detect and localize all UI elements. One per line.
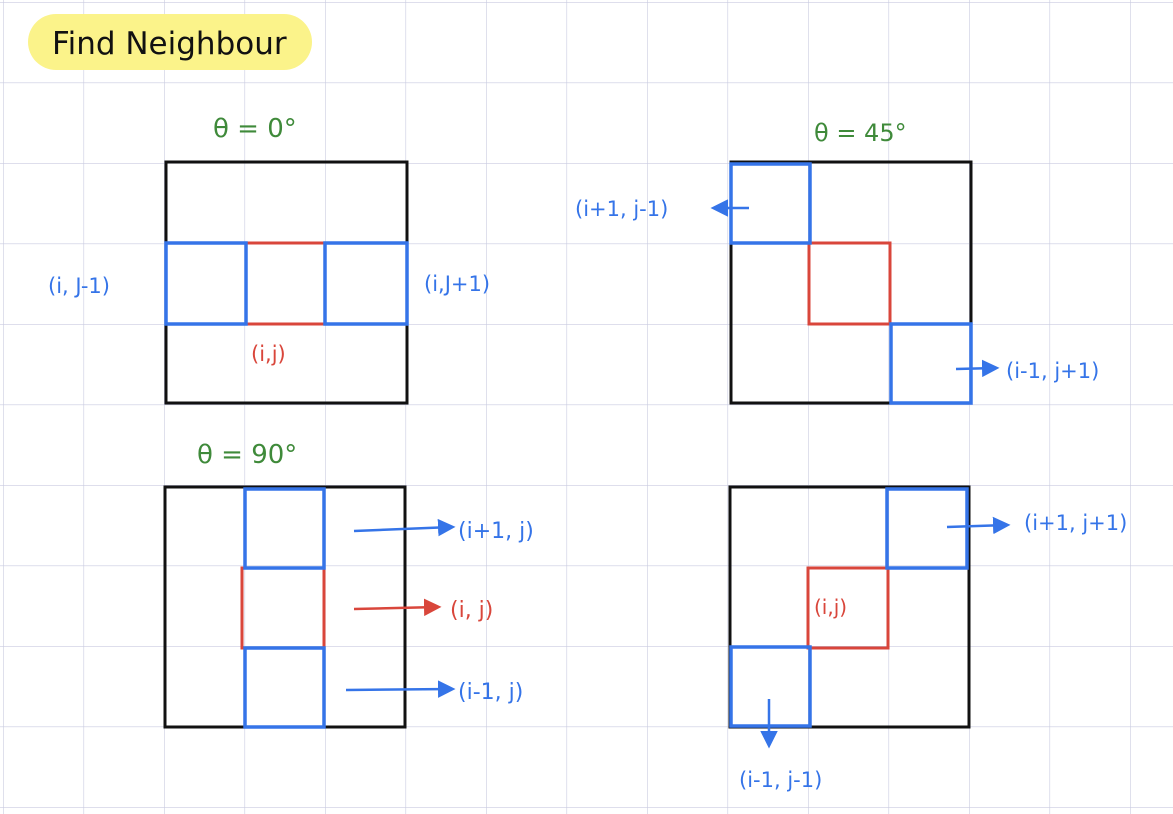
center-cell (807, 241, 892, 326)
panel-heading: θ = 45° (814, 119, 907, 147)
panel-theta-135: (i,j) (i+1, j+1) (i-1, j-1) (728, 485, 1127, 792)
center-label: (i,j) (251, 342, 286, 366)
center-label: (i, j) (450, 598, 493, 623)
center-label: (i,j) (814, 595, 847, 619)
panel-heading: θ = 90° (197, 440, 297, 470)
arrow-top (353, 518, 456, 537)
arrow-center (353, 598, 442, 617)
neighbour-cell-top-left (729, 162, 812, 245)
neighbour-cell-top-right (885, 487, 969, 570)
neighbour-label-bottom-right: (i-1, j+1) (1006, 359, 1099, 383)
neighbour-cell-bottom-right (889, 322, 973, 405)
arrow-top-right (946, 516, 1011, 535)
kernel-frame (728, 485, 971, 729)
neighbour-label-top: (i+1, j) (458, 519, 534, 544)
center-cell (806, 566, 890, 650)
neighbour-cell-bottom-left (729, 645, 812, 728)
panel-theta-0: θ = 0° (i, J-1) (i,J+1) (i,j) (48, 114, 490, 405)
page-title: Find Neighbour (52, 26, 287, 62)
neighbour-label-top-right: (i+1, j+1) (1024, 511, 1127, 535)
panel-theta-90: θ = 90° (i+1, j) (i, j) (i-1, j) (163, 440, 534, 729)
neighbour-label-top-left: (i+1, j-1) (575, 197, 668, 221)
arrow-bottom (345, 680, 456, 698)
title-highlight (28, 14, 312, 70)
neighbour-label-bottom: (i-1, j) (458, 680, 523, 705)
neighbour-cell-top (243, 487, 326, 570)
neighbour-label-left: (i, J-1) (48, 274, 110, 298)
arrow-bottom-right (955, 359, 1000, 378)
neighbour-cell-left (164, 241, 248, 326)
neighbour-label-bottom-left: (i-1, j-1) (739, 768, 822, 792)
panel-theta-45: θ = 45° (i+1, j-1) (i-1, j+1) (575, 119, 1099, 405)
neighbour-cell-right (323, 241, 409, 326)
kernel-frame (729, 160, 973, 405)
panel-heading: θ = 0° (213, 114, 297, 144)
neighbour-label-right: (i,J+1) (424, 272, 490, 296)
neighbour-cell-bottom (243, 646, 326, 729)
